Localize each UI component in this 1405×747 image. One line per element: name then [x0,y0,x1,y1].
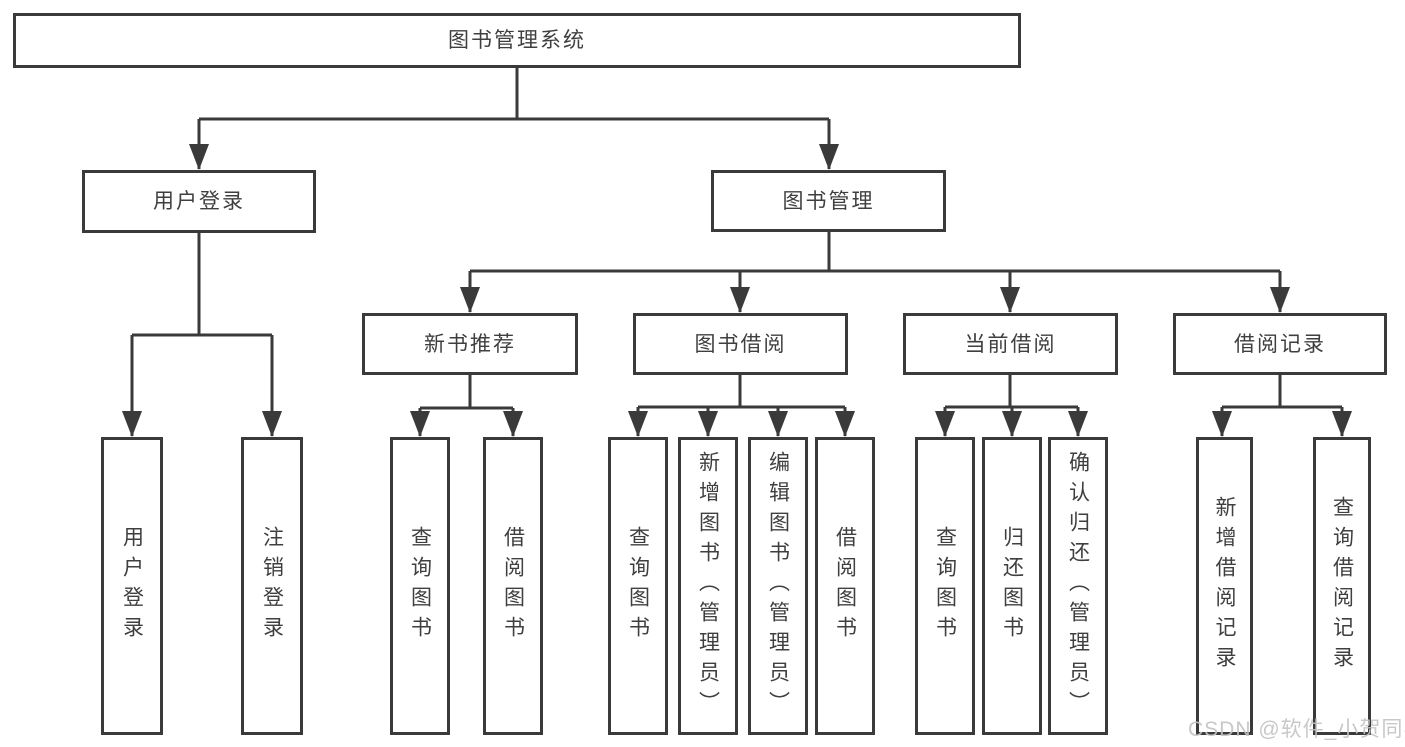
node-user-login-branch: 用户登录 [82,170,316,233]
csdn-watermark: CSDN @软件_小贺同学 [1188,718,1405,741]
leaf-label: 注销登录 [260,526,284,646]
node-new-book-recommend: 新书推荐 [362,313,578,375]
leaf-user-login: 用户登录 [101,437,163,735]
node-label: 图书借阅 [694,332,787,356]
leaf-label: 归还图书 [1000,526,1024,646]
node-label: 借阅记录 [1234,332,1326,356]
node-label: 当前借阅 [964,332,1057,356]
leaf-query-books-borrowing: 查询图书 [608,437,668,735]
node-label: 图书管理系统 [448,29,586,52]
leaf-query-borrow-record: 查询借阅记录 [1313,437,1371,735]
node-book-borrowing: 图书借阅 [633,313,848,375]
leaf-add-borrow-record: 新增借阅记录 [1196,437,1253,735]
leaf-label: 查询图书 [933,526,957,646]
leaf-confirm-return-admin: 确认归还（管理员） [1048,437,1108,735]
leaf-return-book: 归还图书 [982,437,1042,735]
node-current-borrowing: 当前借阅 [903,313,1118,375]
leaf-label: 查询借阅记录 [1330,496,1354,676]
leaf-edit-book-admin: 编辑图书（管理员） [748,437,808,735]
leaf-label: 用户登录 [120,526,144,646]
leaf-label: 查询图书 [626,526,650,646]
leaf-label: 确认归还（管理员） [1066,451,1090,721]
leaf-label: 借阅图书 [501,526,525,646]
leaf-query-books-recommend: 查询图书 [390,437,450,735]
leaf-label: 查询图书 [408,526,432,646]
leaf-query-books-current: 查询图书 [915,437,975,735]
leaf-borrow-books: 借阅图书 [815,437,875,735]
leaf-add-book-admin: 新增图书（管理员） [678,437,738,735]
leaf-label: 新增借阅记录 [1213,496,1236,676]
node-label: 新书推荐 [424,332,516,356]
leaf-logout: 注销登录 [241,437,303,735]
node-label: 图书管理 [782,189,875,213]
node-borrowing-records: 借阅记录 [1173,313,1387,375]
leaf-label: 编辑图书（管理员） [766,451,790,721]
node-book-management-branch: 图书管理 [711,170,946,232]
leaf-label: 借阅图书 [833,526,857,646]
leaf-label: 新增图书（管理员） [696,451,720,721]
node-root-system: 图书管理系统 [13,13,1021,68]
leaf-borrow-books-recommend: 借阅图书 [483,437,543,735]
node-label: 用户登录 [153,190,245,213]
